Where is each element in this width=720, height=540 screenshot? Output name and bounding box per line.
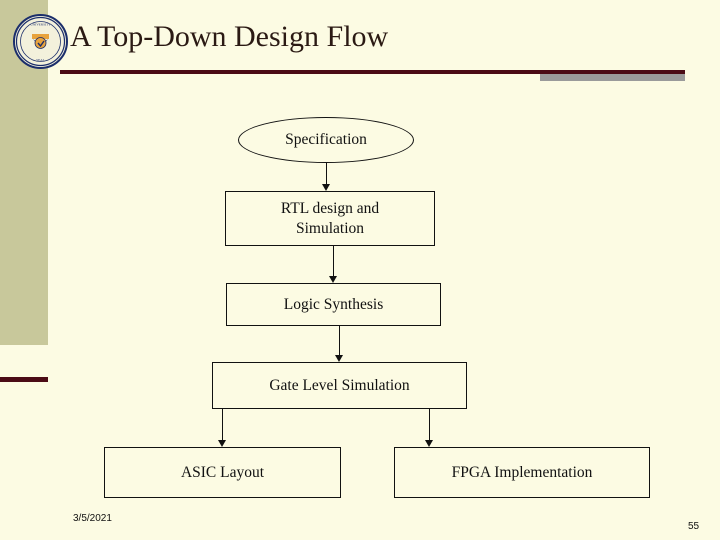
title-underline-accent bbox=[540, 74, 685, 81]
edge-gate-level-to-asic-layout bbox=[222, 409, 223, 440]
node-gate-level-simulation: Gate Level Simulation bbox=[212, 362, 467, 409]
edge-gate-level-to-asic-layout-arrow bbox=[218, 440, 226, 447]
edge-rtl-to-logic-synthesis-arrow bbox=[329, 276, 337, 283]
node-specification: Specification bbox=[238, 117, 414, 163]
edge-specification-to-rtl bbox=[326, 163, 327, 184]
node-asic-layout: ASIC Layout bbox=[104, 447, 341, 498]
footer-page-number: 55 bbox=[688, 521, 700, 532]
node-label: Gate Level Simulation bbox=[269, 376, 410, 394]
svg-text:SEAL: SEAL bbox=[36, 58, 44, 62]
university-seal-icon: UNIVERSITY SEAL bbox=[13, 14, 68, 69]
edge-gate-level-to-fpga bbox=[429, 409, 430, 440]
left-lower-band bbox=[0, 345, 48, 540]
title-underline bbox=[60, 70, 685, 74]
node-rtl-design: RTL design and Simulation bbox=[225, 191, 435, 246]
node-fpga-implementation: FPGA Implementation bbox=[394, 447, 650, 498]
node-label: RTL design and Simulation bbox=[280, 200, 380, 237]
node-label: Logic Synthesis bbox=[283, 295, 384, 313]
node-logic-synthesis: Logic Synthesis bbox=[226, 283, 441, 326]
edge-gate-level-to-fpga-arrow bbox=[425, 440, 433, 447]
node-label: Specification bbox=[285, 131, 367, 149]
node-label: ASIC Layout bbox=[180, 463, 265, 481]
left-accent-dash bbox=[0, 377, 48, 382]
page-title: A Top-Down Design Flow bbox=[70, 20, 389, 53]
edge-logic-synthesis-to-gate-level-arrow bbox=[335, 355, 343, 362]
edge-specification-to-rtl-arrow bbox=[322, 184, 330, 191]
edge-rtl-to-logic-synthesis bbox=[333, 246, 334, 276]
edge-logic-synthesis-to-gate-level bbox=[339, 326, 340, 355]
footer-date: 3/5/2021 bbox=[73, 513, 112, 524]
node-label: FPGA Implementation bbox=[451, 463, 593, 481]
svg-text:UNIVERSITY: UNIVERSITY bbox=[30, 23, 51, 27]
